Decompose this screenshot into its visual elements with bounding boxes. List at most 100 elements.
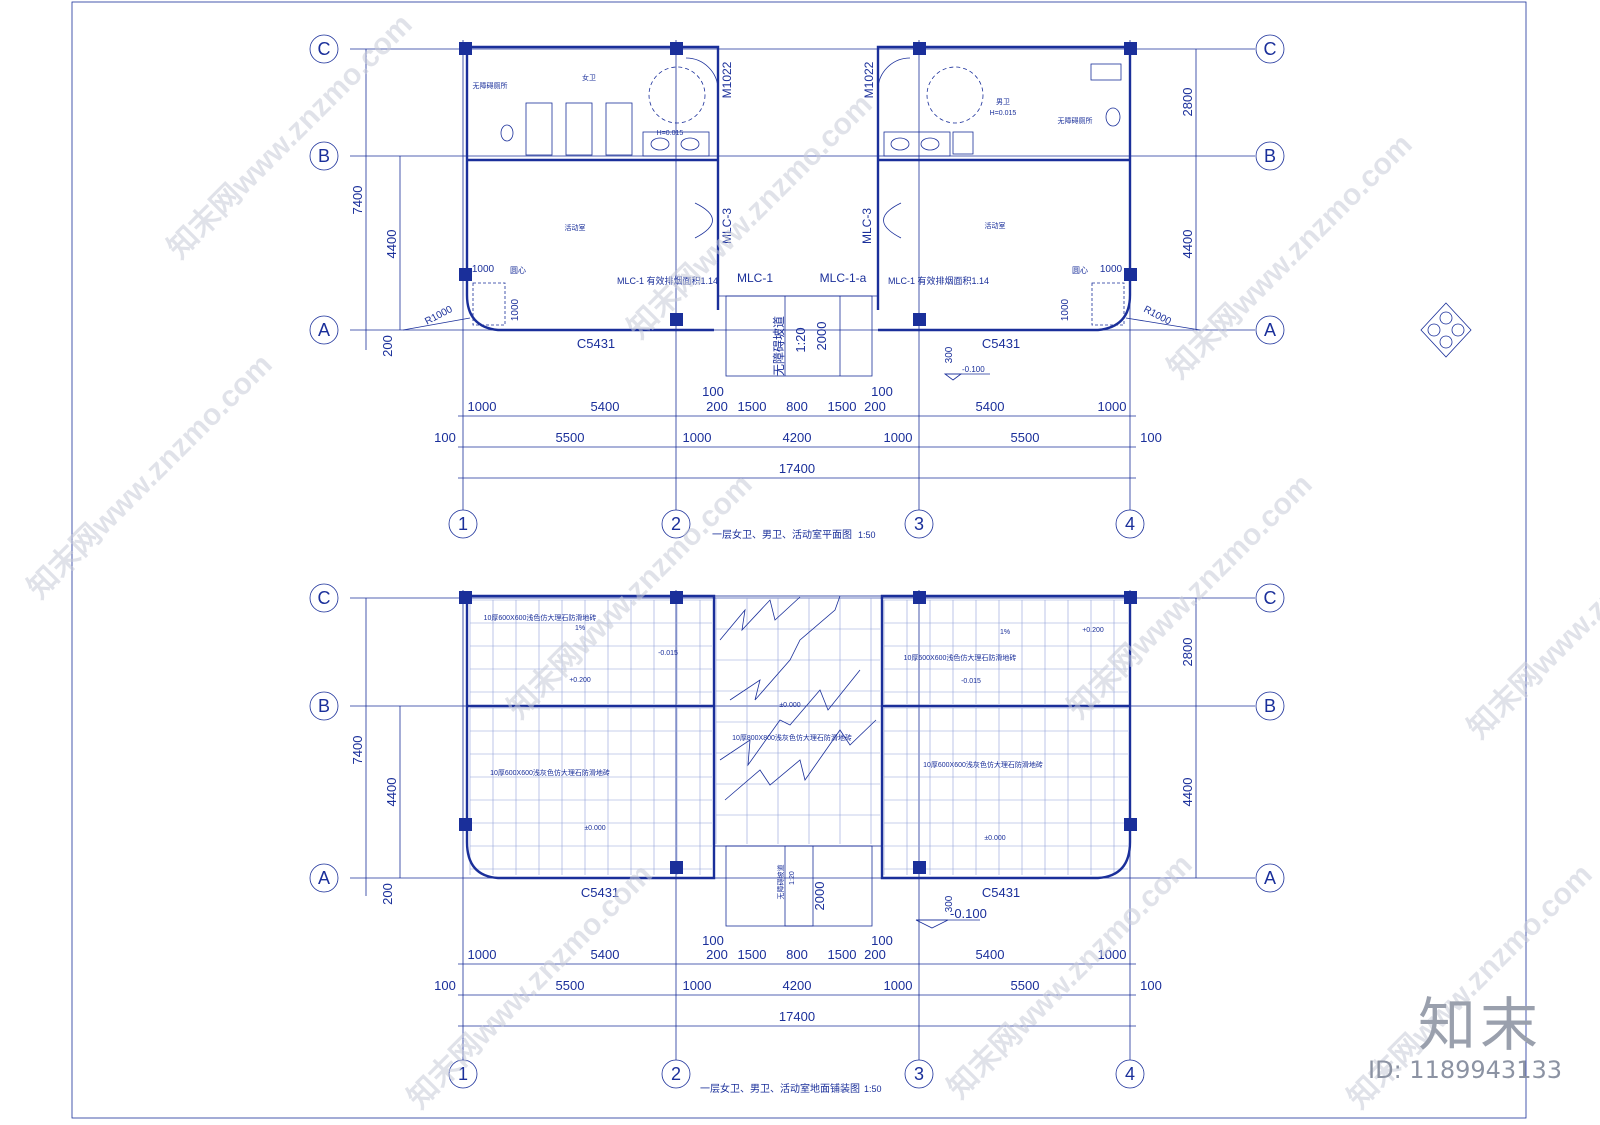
smoke-note: MLC-1 有效排烟面积1.14	[888, 275, 989, 286]
room-label: 无障碍厕所	[1058, 116, 1093, 125]
axis-label-4: 4	[1125, 1064, 1135, 1084]
dim-row2: 1000	[884, 430, 913, 445]
window-label: C5431	[581, 885, 619, 900]
wall-left-outer	[465, 47, 714, 332]
plan-2: C B A C B A 1 2 3 4 7400 4400 200 2800 4…	[309, 583, 1285, 1095]
compass-icon	[1420, 302, 1472, 358]
watermark: 知末网www.znzmo.com	[1162, 128, 1419, 385]
wall-left-top	[467, 45, 720, 310]
drawing-scale: 1:50	[858, 530, 876, 540]
wall-left-block	[465, 594, 716, 880]
room-label: 无障碍厕所	[473, 81, 508, 90]
circle-center-label: 圆心	[510, 266, 526, 275]
wall-right-block	[880, 594, 1132, 880]
corridor-outline	[713, 595, 883, 847]
axis-label-a: A	[318, 868, 330, 888]
axis-label-4: 4	[1125, 514, 1135, 534]
dim-row2: 100	[434, 978, 456, 993]
dim-row2: 1000	[683, 430, 712, 445]
level-label: +0.200	[569, 677, 591, 684]
dim-right-upper: 2800	[1180, 88, 1195, 117]
drawing-scale: 1:50	[864, 1084, 882, 1094]
watermark: 知末网www.znzmo.com	[942, 848, 1199, 1105]
ramp-slope: 1:20	[793, 327, 808, 352]
tile-spec: 10厚600X600浅灰色仿大理石防滑地砖	[923, 760, 1043, 769]
plan-1: C B A C B A 1 2 3 4 7400 4400 200 2800 4…	[309, 34, 1285, 541]
axis-label-a-right: A	[1264, 320, 1276, 340]
level-label: ±0.000	[584, 825, 605, 832]
dim-row1: 1500	[828, 947, 857, 962]
dim-row2: 5500	[1011, 430, 1040, 445]
axis-marker-col	[448, 1059, 1145, 1089]
level-label: H=0.015	[990, 110, 1017, 117]
dim-row2: 5500	[1011, 978, 1040, 993]
dim-row1: 200	[706, 947, 728, 962]
dim-row2: 5500	[556, 430, 585, 445]
level-label: -0.015	[961, 678, 981, 685]
dim-1000: 1000	[1100, 264, 1123, 275]
tile-spec: 10厚800X800浅灰色仿大理石防滑地砖	[732, 733, 852, 742]
dim-right-upper: 2800	[1180, 638, 1195, 667]
axis-label-c: C	[318, 588, 331, 608]
door-label: M1022	[862, 61, 876, 98]
room-label: 活动室	[985, 221, 1006, 230]
dim-row1: 1000	[468, 399, 497, 414]
axis-label-1: 1	[458, 1064, 468, 1084]
dim-row1: 800	[786, 399, 808, 414]
dim-row1: 1500	[828, 399, 857, 414]
drawing-title: 一层女卫、男卫、活动室地面铺装图	[700, 1082, 860, 1095]
ramp-length: 2000	[814, 322, 829, 351]
dim-300: 300	[944, 895, 955, 912]
axis-marker-row	[309, 34, 1285, 345]
dim-row1: 5400	[976, 947, 1005, 962]
window-door-label: MLC-3	[860, 208, 874, 244]
axis-marker-row	[309, 583, 1285, 893]
watermark: 知末网www.znzmo.com	[22, 348, 279, 605]
ramp-outline	[725, 845, 873, 927]
axis-marker-col	[448, 509, 1145, 539]
level-label: +0.200	[1082, 627, 1104, 634]
watermark: 知末网www.znzmo.com	[162, 8, 419, 265]
room-label: 女卫	[582, 73, 596, 82]
tile-spec: 10厚600X600浅灰色仿大理石防滑地砖	[490, 768, 610, 777]
dim-1000: 1000	[1060, 298, 1071, 321]
axis-label-c-right: C	[1264, 39, 1277, 59]
axis-label-c-right: C	[1264, 588, 1277, 608]
axis-label-b-right: B	[1264, 146, 1276, 166]
dim-row1: 800	[786, 947, 808, 962]
tile-spec: 10厚600X600浅色仿大理石防滑地砖	[904, 653, 1017, 662]
ramp-label: 无障碍坡道	[771, 316, 786, 376]
dim-1000: 1000	[472, 264, 495, 275]
ramp-slope: 1:20	[789, 871, 796, 885]
marble-vein	[719, 595, 877, 801]
ramp-length: 2000	[812, 882, 827, 911]
level-label: -0.015	[658, 650, 678, 657]
circle-center-label: 圆心	[1072, 266, 1088, 275]
axis-label-2: 2	[671, 1064, 681, 1084]
door-label: M1022	[720, 61, 734, 98]
level-label: ±0.000	[779, 702, 800, 709]
dim-1000: 1000	[510, 298, 521, 321]
dim-row2: 1000	[884, 978, 913, 993]
ramp-outline	[725, 295, 873, 377]
slope-label: 1%	[1000, 629, 1010, 636]
dim-row1: 1000	[1098, 947, 1127, 962]
axis-label-3: 3	[914, 514, 924, 534]
tile-spec: 10厚600X600浅色仿大理石防滑地砖	[484, 613, 597, 622]
axis-label-a: A	[318, 320, 330, 340]
dim-row2: 4200	[783, 430, 812, 445]
dim-left-lower: 4400	[384, 230, 399, 259]
dim-left-lower: 4400	[384, 778, 399, 807]
axis-label-1: 1	[458, 514, 468, 534]
axis-label-b: B	[318, 696, 330, 716]
slope-label: 1%	[575, 625, 585, 632]
axis-label-b: B	[318, 146, 330, 166]
sheet-border	[71, 1, 1527, 1119]
dim-left-total: 7400	[350, 186, 365, 215]
ramp-label: 无障碍坡道	[776, 865, 785, 900]
dim-row1: 100	[871, 933, 893, 948]
axis-label-3: 3	[914, 1064, 924, 1084]
room-label: 活动室	[565, 223, 586, 232]
dim-row2: 100	[1140, 978, 1162, 993]
